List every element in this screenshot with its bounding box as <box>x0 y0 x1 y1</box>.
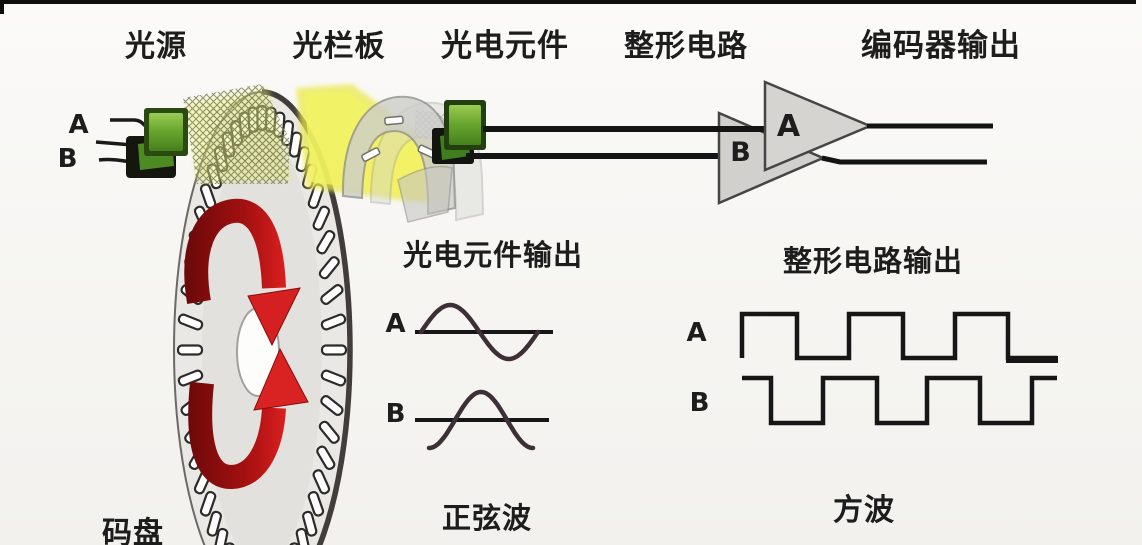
label-code-disc: 码盘 <box>102 516 164 545</box>
label-light-source: 光源 <box>125 29 187 64</box>
output-wire-b <box>821 155 987 165</box>
left-corner-border <box>0 0 4 14</box>
sine-b-curve <box>426 389 536 451</box>
led-a-face <box>149 113 183 151</box>
square-channel-a-label: A <box>686 318 708 348</box>
rotation-arrowhead-down <box>247 287 301 347</box>
label-shaping-circuit: 整形电路 <box>624 29 748 64</box>
square-a-curve <box>739 311 1057 361</box>
light-source-assembly <box>95 108 188 178</box>
square-wave-panel <box>739 311 1058 426</box>
amplifier-a-triangle <box>763 80 874 172</box>
sine-caption: 正弦波 <box>441 501 533 535</box>
photo-output-title: 光电元件输出 <box>402 238 584 272</box>
rotation-arrowhead-up <box>253 347 309 411</box>
photo-element-a-face <box>449 105 481 145</box>
sine-wave-panel <box>415 302 553 451</box>
square-caption: 方波 <box>833 493 895 528</box>
square-b-curve <box>742 375 1057 426</box>
photo-element-assembly <box>432 100 486 164</box>
sine-channel-b-label: B <box>385 399 407 429</box>
source-channel-b-label: B <box>57 144 79 174</box>
label-encoder-output: 编码器输出 <box>861 28 1021 64</box>
sine-channel-a-label: A <box>385 309 407 339</box>
label-grating-plate: 光栏板 <box>292 29 386 64</box>
top-border <box>0 0 1136 4</box>
square-channel-b-label: B <box>689 388 711 418</box>
sine-a-curve <box>418 302 541 362</box>
source-wire-a <box>110 118 149 130</box>
rotation-arrows <box>184 198 309 489</box>
amplifier-b-label: B <box>730 137 752 168</box>
rotation-arrow-bottom-arc <box>188 381 286 489</box>
amplifier-a-label: A <box>776 109 802 144</box>
source-channel-a-label: A <box>68 110 90 140</box>
shaped-output-title: 整形电路输出 <box>782 244 964 278</box>
rotation-arrow-top-arc <box>184 198 286 305</box>
shaping-circuit <box>466 80 993 205</box>
label-photo-element: 光电元件 <box>441 28 569 64</box>
